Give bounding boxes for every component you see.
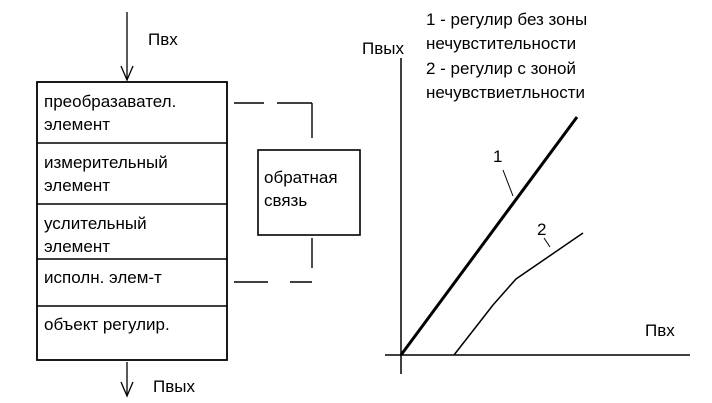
y-axis-label: Пвых bbox=[362, 39, 404, 58]
series-2-leader bbox=[543, 237, 551, 248]
series-1-label: 1 bbox=[493, 147, 503, 166]
feedback-box bbox=[257, 149, 361, 236]
legend-line: нечувствиетльности bbox=[426, 83, 585, 102]
series-1-leader bbox=[502, 169, 514, 197]
input-arrow-head bbox=[120, 65, 134, 82]
blocks-frame bbox=[36, 81, 228, 361]
legend-line: нечувстительности bbox=[426, 34, 577, 53]
series-2-label: 2 bbox=[537, 220, 547, 239]
output-label: Пвых bbox=[153, 377, 195, 396]
output-arrow-head bbox=[120, 381, 134, 398]
legend-line: 2 - регулир с зоной bbox=[426, 59, 577, 78]
block-controlled-object: объект регулир. bbox=[44, 315, 170, 334]
characteristic-chart bbox=[385, 58, 690, 374]
series-line-2 bbox=[453, 232, 584, 356]
legend-line: 1 - регулир без зоны bbox=[426, 10, 588, 29]
block-converter: преобразавател. элемент bbox=[44, 92, 177, 134]
block-actuator: исполн. элем-т bbox=[44, 268, 162, 287]
series-line-1 bbox=[399, 116, 579, 356]
x-axis-label: Пвх bbox=[645, 321, 675, 340]
input-label: Пвх bbox=[148, 30, 178, 49]
feedback-label: обратная связь bbox=[264, 168, 338, 210]
block-amplifying: услительный элемент bbox=[44, 214, 147, 256]
block-measuring: измерительный элемент bbox=[44, 153, 168, 195]
